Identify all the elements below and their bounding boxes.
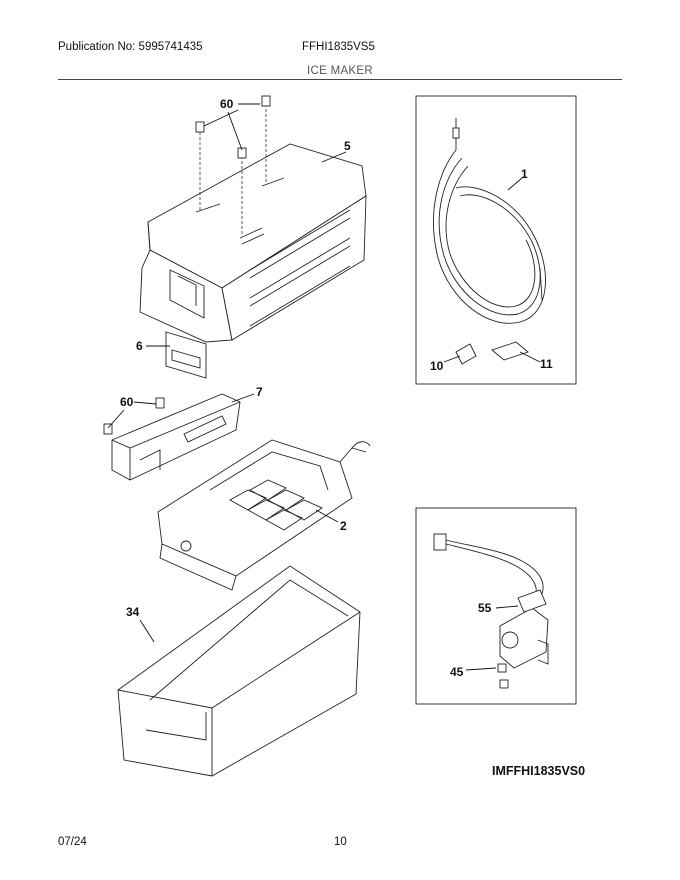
callout-60-top: 60 [220,97,234,111]
leader-lines [107,103,541,671]
callout-34: 34 [126,605,140,619]
accessory-box-top [415,95,577,385]
callout-1: 1 [521,167,528,181]
part-11-pad[interactable] [491,341,529,361]
part-45-screws[interactable] [497,663,509,689]
part-60-screws-front[interactable] [103,397,165,435]
callout-2: 2 [340,519,347,533]
part-1-tubing[interactable] [433,118,546,324]
part-5-cover[interactable] [139,143,367,343]
part-10-clip[interactable] [455,343,477,365]
page-number: 10 [334,836,347,848]
part-2-ice-mold[interactable] [157,439,371,591]
callout-6: 6 [136,339,143,353]
callout-11: 11 [540,357,553,371]
callout-60-front: 60 [120,395,134,409]
part-6-bracket[interactable] [165,331,207,379]
callout-5: 5 [344,139,351,153]
part-7-front-housing[interactable] [111,393,241,481]
part-34-ice-bucket[interactable] [117,565,361,777]
diagram-code: IMFFHI1835VS0 [492,764,586,778]
callout-10: 10 [430,359,444,373]
accessory-box-bottom [415,507,577,705]
header-rule [58,79,622,80]
part-60-screws-top[interactable] [195,95,271,236]
callout-7: 7 [256,385,263,399]
callout-45: 45 [450,665,464,679]
footer-date: 07/24 [58,836,87,848]
callout-55: 55 [478,601,492,615]
model-number: FFHI1835VS5 [302,41,375,53]
publication-number: Publication No: 5995741435 [58,41,203,53]
part-55-water-valve[interactable] [433,533,549,669]
section-title: ICE MAKER [307,65,373,77]
